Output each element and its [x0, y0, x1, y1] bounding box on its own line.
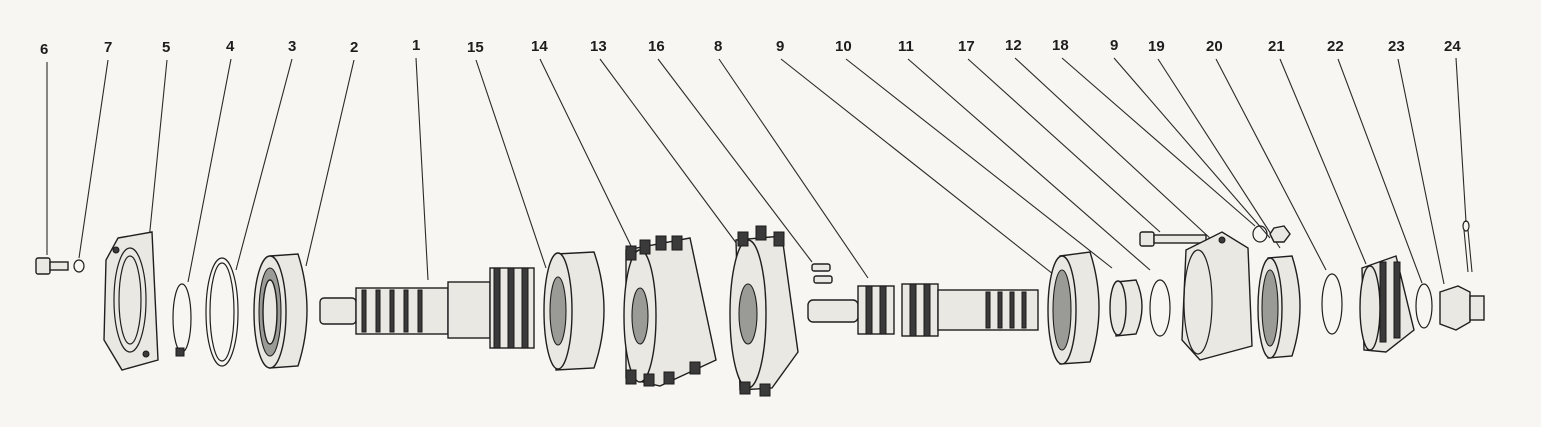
hex-nut-part	[1269, 225, 1291, 243]
callout-label: 7	[104, 39, 112, 56]
leader-line	[1337, 58, 1423, 284]
leader-line	[599, 58, 738, 245]
lock-washer-part	[73, 259, 85, 273]
leader-line	[305, 59, 355, 267]
plain-washer-part	[1252, 225, 1268, 243]
cover-plate-part	[103, 231, 159, 371]
coupling-part	[807, 285, 895, 335]
callout-label: 17	[958, 38, 975, 55]
callout-label: 18	[1052, 37, 1069, 54]
end-bearing-part	[1257, 255, 1301, 359]
leader-line	[539, 58, 633, 249]
callout-label: 13	[590, 38, 607, 55]
leader-line	[1061, 57, 1256, 227]
leader-line	[235, 58, 293, 271]
callout-label: 22	[1327, 38, 1344, 55]
callout-label: 2	[350, 39, 358, 56]
leader-line	[1157, 58, 1281, 249]
shim-washer-part	[1321, 273, 1343, 335]
leader-line	[187, 58, 232, 283]
key-pins-part	[811, 263, 833, 284]
leader-lines	[46, 57, 1467, 285]
callout-label: 21	[1268, 38, 1285, 55]
leader-line	[1113, 57, 1271, 239]
callout-label: 15	[467, 39, 484, 56]
callout-label: 5	[162, 39, 170, 56]
leader-line	[78, 59, 109, 259]
gear-part	[729, 225, 799, 397]
circlip-ring-part	[205, 257, 239, 367]
spacer-part	[1109, 279, 1143, 337]
callout-label: 16	[648, 38, 665, 55]
leader-line	[1014, 57, 1213, 241]
leader-line	[1215, 58, 1327, 271]
callout-label: 10	[835, 38, 852, 55]
bevel-pinion-part	[1359, 255, 1415, 353]
leader-line	[147, 59, 168, 251]
leader-line	[475, 59, 547, 269]
leader-line	[1279, 58, 1367, 265]
callout-labels: 6 7 5 4 3 2 1 15 14 13 16 8 9 10 11 17 1…	[40, 37, 1461, 58]
castle-nut-part	[1439, 285, 1485, 331]
callout-label: 20	[1206, 38, 1223, 55]
leader-line	[967, 58, 1161, 233]
leader-line	[718, 58, 869, 279]
callout-label: 19	[1148, 38, 1165, 55]
callout-label: 9	[776, 38, 784, 55]
callout-label: 8	[714, 38, 722, 55]
main-shaft-part	[319, 267, 535, 349]
leader-line	[1397, 58, 1445, 285]
callout-label: 23	[1388, 38, 1405, 55]
lock-ring-part	[1415, 283, 1433, 329]
callout-label: 1	[412, 37, 420, 54]
leader-line	[415, 57, 429, 281]
leader-line	[780, 58, 1059, 279]
callout-label: 9	[1110, 37, 1118, 54]
bearing-housing-part	[1181, 231, 1253, 361]
callout-label: 12	[1005, 37, 1022, 54]
callout-label: 11	[898, 38, 914, 55]
callout-label: 24	[1444, 38, 1461, 55]
leader-line	[657, 58, 813, 263]
tab-washer-part	[172, 283, 192, 357]
bolt-part	[35, 257, 69, 275]
leader-line	[1455, 57, 1467, 223]
callout-label: 6	[40, 41, 48, 58]
housing-bolt-part	[1139, 231, 1207, 247]
callout-label: 3	[288, 38, 296, 55]
ball-bearing-part	[253, 253, 308, 369]
layshaft-part	[901, 283, 1039, 337]
leader-line	[845, 58, 1113, 269]
sleeve-part	[543, 251, 605, 371]
leader-line	[907, 58, 1151, 271]
callout-label: 4	[226, 38, 235, 55]
roller-bearing-part	[1047, 251, 1100, 365]
thrust-washer-part	[1149, 279, 1171, 337]
split-pin-part	[1462, 220, 1473, 273]
callout-label: 14	[531, 38, 548, 55]
double-gear-part	[623, 235, 717, 387]
